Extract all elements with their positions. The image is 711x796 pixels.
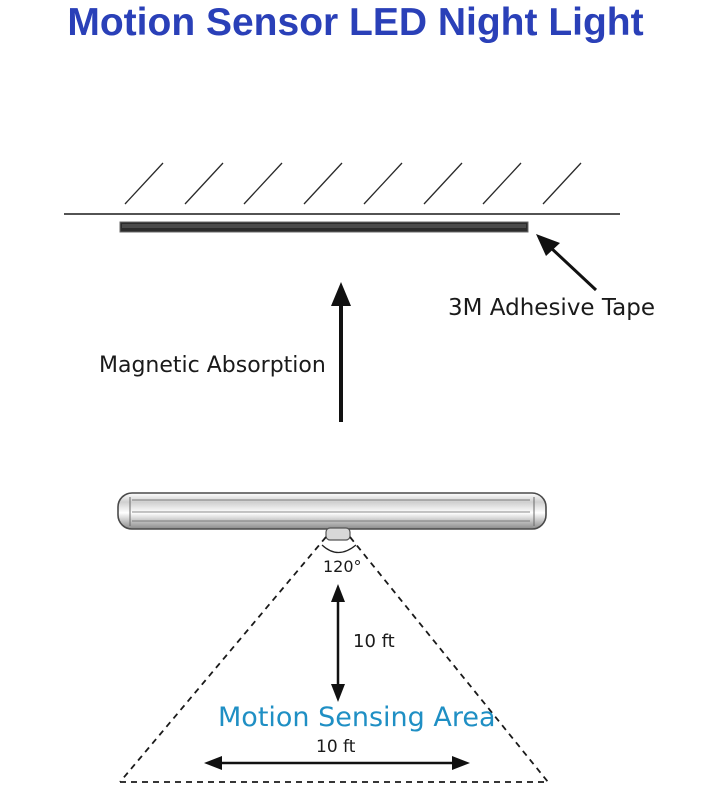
angle-arc [321, 544, 357, 554]
magnetic-arrow [331, 282, 351, 422]
adhesive-tape-label: 3M Adhesive Tape [448, 295, 655, 321]
led-light-bar [117, 492, 547, 530]
horizontal-distance-arrow [204, 756, 470, 770]
horizontal-distance-label: 10 ft [316, 737, 356, 757]
sensing-area-outline [119, 536, 549, 783]
magnetic-absorption-label: Magnetic Absorption [99, 353, 326, 378]
motion-sensor [325, 527, 351, 541]
vertical-distance-label: 10 ft [353, 631, 395, 652]
ceiling-hatch [124, 162, 582, 205]
diagram-title: Motion Sensor LED Night Light [67, 1, 644, 44]
vertical-distance-arrow [331, 584, 345, 702]
angle-label: 120° [323, 557, 362, 576]
tape-pointer-arrow [536, 234, 598, 292]
sensing-area-label: Motion Sensing Area [218, 702, 496, 733]
